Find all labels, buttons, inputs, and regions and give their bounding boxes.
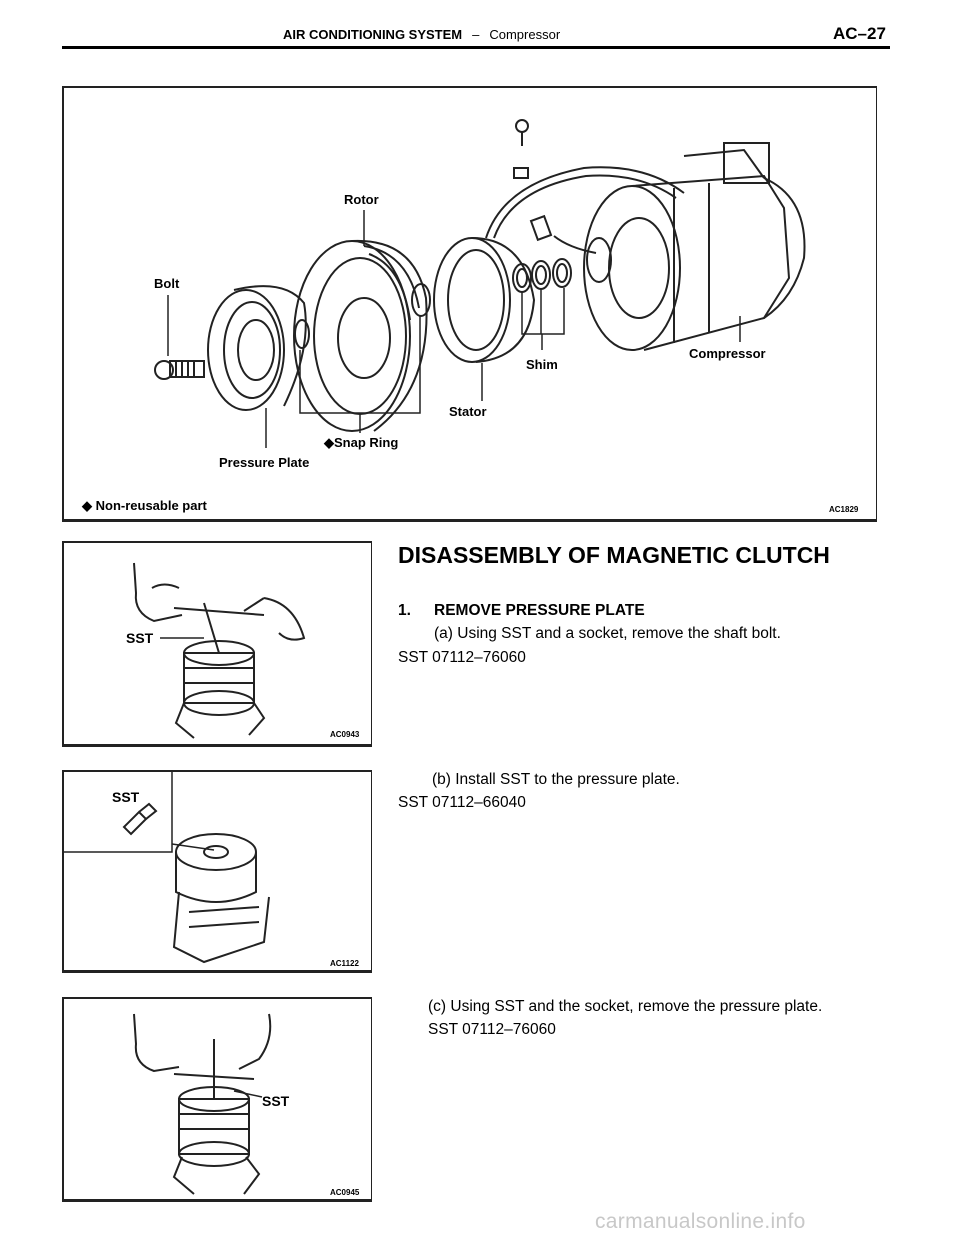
sst-bolt-icon — [122, 802, 158, 836]
step-1-text: REMOVE PRESSURE PLATE — [434, 602, 645, 619]
header-section: Compressor — [489, 27, 561, 42]
step-1-number: 1. — [398, 602, 411, 619]
header-rule — [62, 46, 890, 49]
compressor-icon — [172, 833, 270, 964]
label-stator: Stator — [449, 404, 487, 419]
header-title: AIR CONDITIONING SYSTEM–Compressor — [283, 27, 560, 42]
step-b-text: (b) Install SST to the pressure plate. — [432, 771, 680, 788]
hand-left-icon — [133, 562, 183, 623]
exploded-view-drawing: Bolt Rotor Pressure Plate ◆Snap Ring Sta… — [81, 119, 859, 514]
figure-code: AC1829 — [829, 505, 859, 514]
header-separator: – — [472, 27, 480, 42]
step-c-sst: SST 07112–76060 — [428, 1021, 556, 1038]
compressor-icon — [172, 1086, 261, 1195]
compressor-icon — [583, 142, 806, 351]
label-shim: Shim — [526, 357, 558, 372]
shim-icons — [512, 258, 572, 293]
exploded-view-figure: Bolt Rotor Pressure Plate ◆Snap Ring Sta… — [62, 86, 877, 522]
pressure-plate-icon — [207, 285, 307, 411]
step-a-text: (a) Using SST and a socket, remove the s… — [434, 625, 781, 642]
figure-code: AC1122 — [330, 959, 359, 968]
stator-icon — [433, 237, 536, 363]
step-c-text: (c) Using SST and the socket, remove the… — [428, 998, 823, 1015]
compressor-icon — [174, 640, 266, 739]
snap-ring-icon — [411, 283, 431, 317]
page-number: AC–27 — [833, 24, 886, 43]
hand-right-icon — [243, 597, 306, 641]
label-pressure-plate: Pressure Plate — [219, 455, 309, 470]
bolt-icon — [154, 360, 205, 380]
figure-code: AC0943 — [330, 730, 360, 739]
step-1: 1. REMOVE PRESSURE PLATE — [398, 599, 645, 623]
figure-a-drawing: SST AC0943 — [126, 562, 360, 739]
label-bolt: Bolt — [154, 276, 180, 291]
label-sst: SST — [112, 789, 140, 805]
label-compressor: Compressor — [689, 346, 766, 361]
label-non-reusable: ◆ Non-reusable part — [81, 498, 208, 513]
label-rotor: Rotor — [344, 192, 379, 207]
figure-step-a: SST AC0943 — [62, 541, 372, 747]
rotor-icon — [293, 239, 428, 432]
figure-step-b: SST AC1122 — [62, 770, 372, 973]
figure-step-c: SST AC0945 — [62, 997, 372, 1202]
section-title: DISASSEMBLY OF MAGNETIC CLUTCH — [398, 542, 830, 568]
header-system: AIR CONDITIONING SYSTEM — [283, 27, 463, 42]
hand-right-icon — [238, 1013, 272, 1070]
label-sst: SST — [262, 1093, 290, 1109]
figure-code: AC0945 — [330, 1188, 360, 1197]
label-snap-ring: ◆Snap Ring — [323, 435, 398, 450]
watermark: carmanualsonline.info — [595, 1210, 806, 1233]
figure-b-drawing: SST AC1122 — [64, 772, 359, 968]
figure-c-drawing: SST AC0945 — [133, 1013, 360, 1197]
hand-left-icon — [133, 1013, 180, 1073]
step-b-sst: SST 07112–66040 — [398, 794, 526, 811]
label-sst: SST — [126, 630, 154, 646]
step-a-sst: SST 07112–76060 — [398, 649, 526, 666]
